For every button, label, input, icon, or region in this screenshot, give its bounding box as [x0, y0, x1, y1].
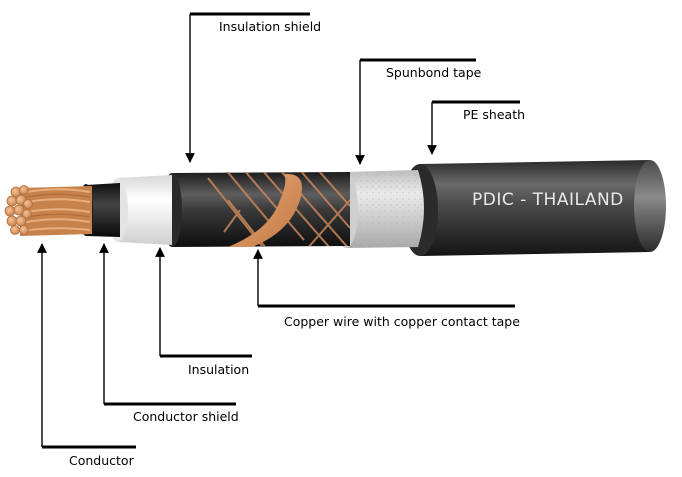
pe-sheath-layer: PDIC - THAILAND [402, 160, 666, 256]
label-insulation-shield: Insulation shield [219, 19, 322, 34]
label-insulation: Insulation [188, 362, 250, 377]
leader-lines [37, 12, 520, 449]
label-conductor: Conductor [69, 453, 134, 468]
label-copper-wire: Copper wire with copper contact tape [284, 314, 520, 329]
leader-insulation-shield [185, 12, 310, 163]
leader-insulation [155, 247, 252, 358]
leader-conductor-shield [99, 243, 236, 406]
cable-print-text: PDIC - THAILAND [472, 190, 624, 210]
label-pe-sheath: PE sheath [463, 107, 526, 122]
label-conductor-shield: Conductor shield [133, 409, 239, 424]
leader-pe-sheath [427, 100, 520, 155]
leader-conductor [37, 243, 136, 449]
copper-contact-tape [228, 173, 302, 247]
leader-copper-wire [253, 249, 515, 308]
conductor-strands [4, 185, 92, 236]
insulation-shield-layer [162, 172, 350, 247]
leader-spunbond-tape [355, 58, 476, 165]
label-spunbond-tape: Spunbond tape [386, 65, 482, 80]
